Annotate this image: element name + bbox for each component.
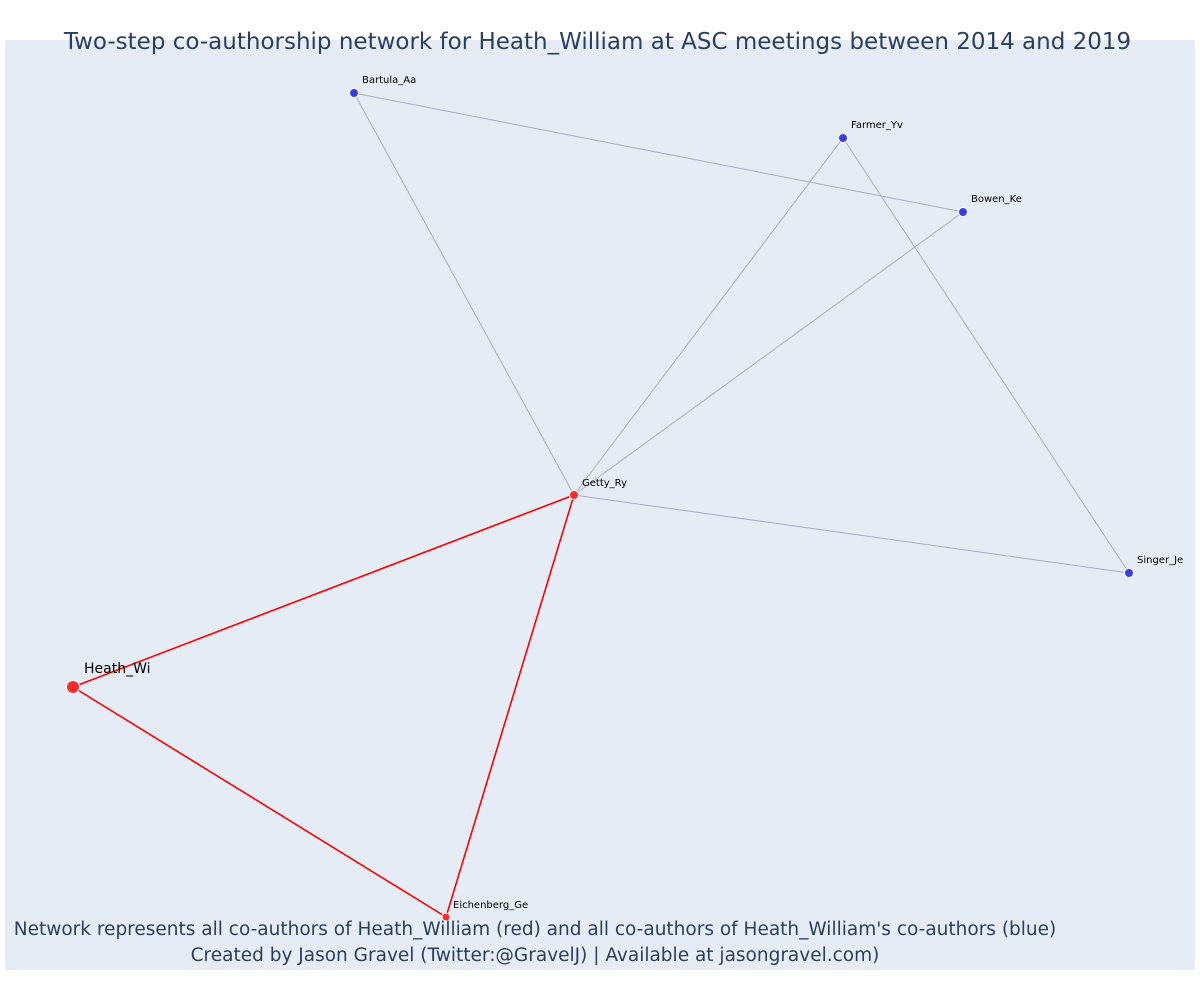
- node-label: Farmer_Yv: [851, 120, 903, 131]
- node-marker[interactable]: [569, 490, 579, 500]
- node-marker[interactable]: [66, 680, 80, 694]
- node-marker[interactable]: [441, 912, 451, 922]
- node-Bartula_Aa[interactable]: Bartula_Aa: [349, 75, 417, 98]
- edge-Getty_Ry-Farmer_Yv: [573, 137, 844, 496]
- footer-note: Network represents all co-authors of Hea…: [13, 919, 1057, 940]
- edge-Heath_Wi-Eichenberg_Ge: [72, 686, 447, 918]
- node-label: Bartula_Aa: [362, 75, 416, 86]
- chart-title: Two-step co-authorship network for Heath…: [63, 29, 1132, 55]
- node-Eichenberg_Ge[interactable]: Eichenberg_Ge: [441, 900, 528, 922]
- node-Getty_Ry[interactable]: Getty_Ry: [569, 478, 628, 500]
- edge-layer: [72, 92, 1130, 918]
- node-marker[interactable]: [958, 207, 968, 217]
- edge-Getty_Ry-Eichenberg_Ge: [445, 494, 575, 918]
- edge-Getty_Ry-Bartula_Aa: [353, 92, 575, 496]
- node-label: Heath_Wi: [84, 661, 151, 677]
- node-Bowen_Ke[interactable]: Bowen_Ke: [958, 194, 1022, 217]
- node-label: Bowen_Ke: [971, 194, 1022, 205]
- node-Singer_Je[interactable]: Singer_Je: [1124, 555, 1184, 578]
- edge-Heath_Wi-Getty_Ry: [72, 494, 575, 688]
- node-marker[interactable]: [1124, 568, 1134, 578]
- node-marker[interactable]: [838, 133, 848, 143]
- node-Heath_Wi[interactable]: Heath_Wi: [66, 661, 151, 694]
- node-marker[interactable]: [349, 88, 359, 98]
- node-label: Getty_Ry: [582, 478, 627, 489]
- plot-background: [5, 40, 1195, 970]
- edge-Farmer_Yv-Singer_Je: [842, 137, 1130, 574]
- edge-Bartula_Aa-Bowen_Ke: [353, 92, 964, 213]
- node-Farmer_Yv[interactable]: Farmer_Yv: [838, 120, 904, 143]
- edge-Getty_Ry-Singer_Je: [573, 494, 1130, 574]
- node-label: Singer_Je: [1137, 555, 1183, 566]
- node-label: Eichenberg_Ge: [453, 900, 528, 911]
- footer-credit: Created by Jason Gravel (Twitter:@Gravel…: [190, 945, 880, 966]
- edge-Getty_Ry-Bowen_Ke: [573, 211, 964, 496]
